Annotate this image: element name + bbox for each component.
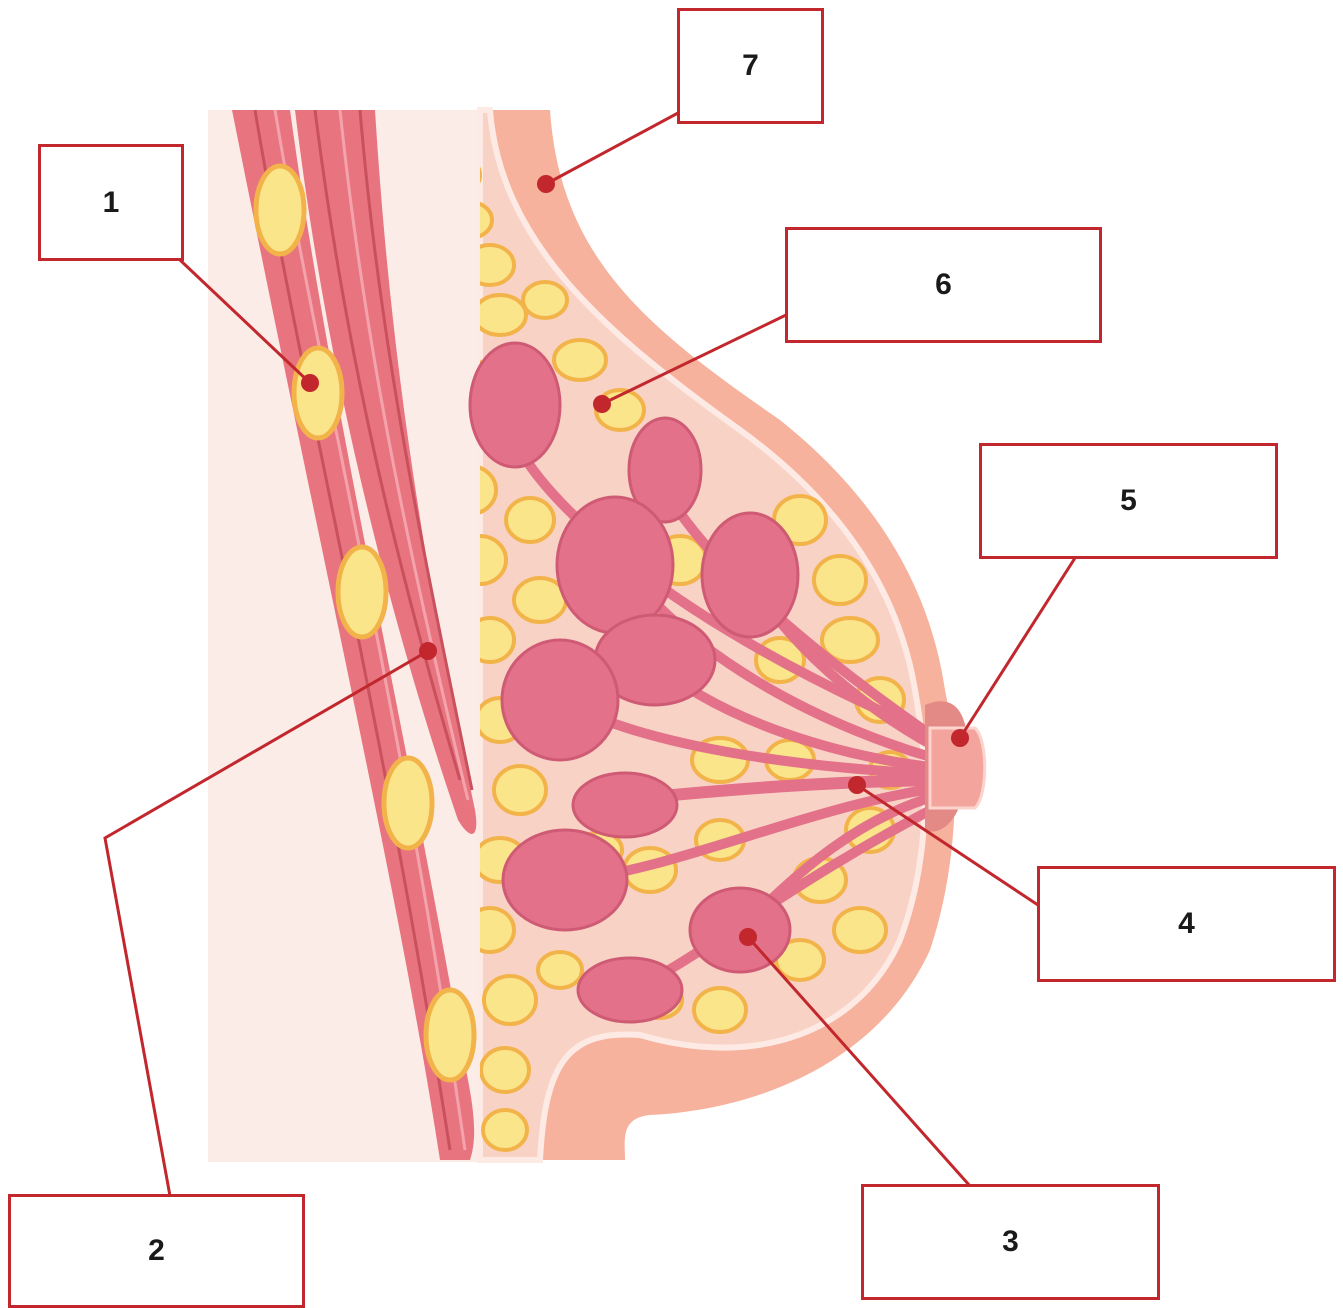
leader-line-5 xyxy=(960,558,1075,738)
label-number-6: 6 xyxy=(935,268,952,302)
lobule xyxy=(690,888,790,972)
label-number-2: 2 xyxy=(148,1234,165,1268)
pointer-dot-5 xyxy=(951,729,969,747)
label-number-3: 3 xyxy=(1002,1225,1019,1259)
label-number-5: 5 xyxy=(1120,484,1137,518)
label-box-7[interactable]: 7 xyxy=(677,8,824,124)
lobule xyxy=(470,343,560,467)
label-number-4: 4 xyxy=(1178,907,1195,941)
label-box-3[interactable]: 3 xyxy=(861,1184,1160,1300)
pointer-dot-2 xyxy=(419,642,437,660)
pointer-dot-7 xyxy=(537,175,555,193)
label-number-7: 7 xyxy=(742,49,759,83)
label-box-5[interactable]: 5 xyxy=(979,443,1278,559)
lobule xyxy=(502,640,618,760)
label-box-2[interactable]: 2 xyxy=(8,1194,305,1308)
leader-line-7 xyxy=(546,113,678,184)
pointer-dot-3 xyxy=(739,928,757,946)
label-box-1[interactable]: 1 xyxy=(38,144,184,261)
lobule xyxy=(702,513,798,637)
label-number-1: 1 xyxy=(103,186,120,220)
label-box-4[interactable]: 4 xyxy=(1037,866,1336,982)
pointer-dot-1 xyxy=(301,374,319,392)
label-box-6[interactable]: 6 xyxy=(785,227,1102,343)
lobule xyxy=(557,497,673,633)
lobule xyxy=(573,773,677,837)
pointer-dot-6 xyxy=(593,395,611,413)
lobule xyxy=(578,958,682,1022)
lobule xyxy=(503,830,627,930)
pointer-dot-4 xyxy=(848,776,866,794)
